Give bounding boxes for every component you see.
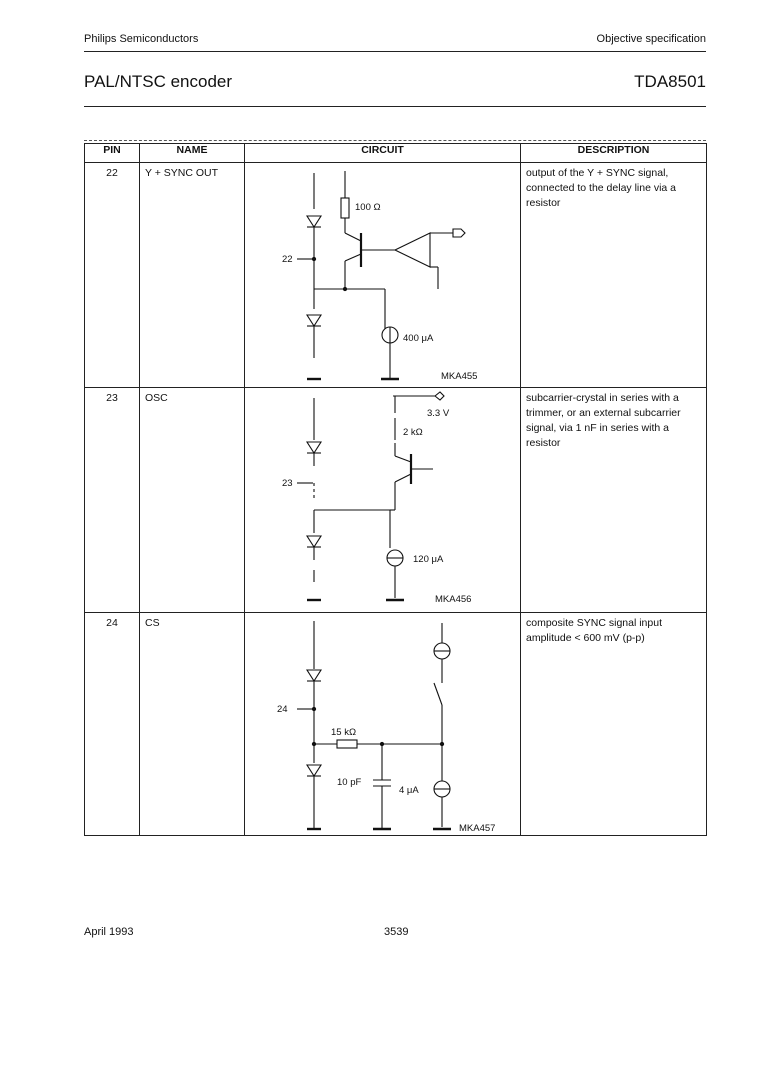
col-header-pin: PIN xyxy=(84,143,140,163)
table-dashed-rule xyxy=(84,140,706,141)
pin-table: PIN NAME CIRCUIT DESCRIPTION 22 Y + SYNC… xyxy=(84,143,707,836)
header-rule-bottom xyxy=(84,106,706,107)
footer-page-number: 3539 xyxy=(384,926,409,938)
circuit-diagram-pin24: 24 15 kΩ 10 pF xyxy=(277,621,495,834)
circuit-capacitor-label: 10 pF xyxy=(337,777,361,788)
col-header-description: DESCRIPTION xyxy=(520,143,707,163)
footer-date: April 1993 xyxy=(84,926,134,938)
circuit-diagram-pin23: 23 3.3 V 2 kΩ xyxy=(282,391,471,605)
pin-description: subcarrier-crystal in series with a trim… xyxy=(520,387,707,613)
circuit-cell: 23 3.3 V 2 kΩ xyxy=(244,387,521,613)
circuit-cell: 22 100 Ω xyxy=(244,162,521,388)
pin-number: 22 xyxy=(84,162,140,388)
pin-number: 24 xyxy=(84,612,140,836)
col-header-name: NAME xyxy=(139,143,245,163)
header-rule-top xyxy=(84,51,706,52)
circuit-current-label: 120 μA xyxy=(413,554,444,565)
spec-status: Objective specification xyxy=(596,33,706,45)
circuit-resistor-label: 15 kΩ xyxy=(331,727,356,738)
circuit-code: MKA456 xyxy=(435,594,471,605)
circuit-current-label: 4 μA xyxy=(399,785,419,796)
circuit-code: MKA455 xyxy=(441,371,477,382)
pin-name: CS xyxy=(139,612,245,836)
pin-number: 23 xyxy=(84,387,140,613)
circuit-voltage-label: 3.3 V xyxy=(427,408,450,419)
circuit-pin-label: 22 xyxy=(282,254,293,265)
company-name: Philips Semiconductors xyxy=(84,33,199,45)
pin-description: output of the Y + SYNC signal, connected… xyxy=(520,162,707,388)
table-row: 22 Y + SYNC OUT 22 100 Ω xyxy=(84,162,707,388)
circuit-cell: 24 15 kΩ 10 pF xyxy=(244,612,521,836)
product-title: PAL/NTSC encoder xyxy=(84,72,233,91)
circuit-pin-label: 23 xyxy=(282,478,293,489)
pin-name: OSC xyxy=(139,387,245,613)
circuit-current-label: 400 μA xyxy=(403,333,434,344)
part-number: TDA8501 xyxy=(634,72,706,91)
circuit-resistor-label: 2 kΩ xyxy=(403,427,423,438)
table-row: 24 CS 24 15 kΩ xyxy=(84,612,707,836)
circuit-code: MKA457 xyxy=(459,823,495,834)
pin-name: Y + SYNC OUT xyxy=(139,162,245,388)
pin-table-header: PIN NAME CIRCUIT DESCRIPTION xyxy=(84,143,707,163)
table-row: 23 OSC 23 xyxy=(84,387,707,613)
circuit-diagram-pin22: 22 100 Ω xyxy=(282,171,477,382)
col-header-circuit: CIRCUIT xyxy=(244,143,521,163)
pin-description: composite SYNC signal input amplitude < … xyxy=(520,612,707,836)
circuit-pin-label: 24 xyxy=(277,704,288,715)
circuit-resistor-label: 100 Ω xyxy=(355,202,381,213)
